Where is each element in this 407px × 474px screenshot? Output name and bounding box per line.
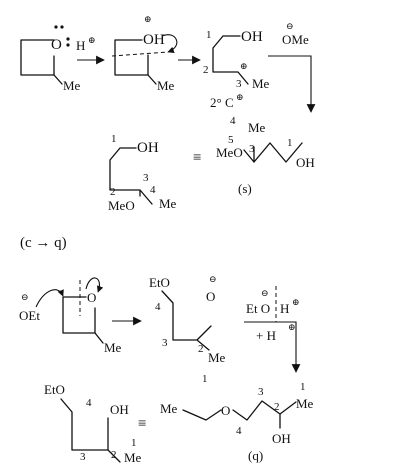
- svg-text:MeO: MeO: [216, 145, 243, 160]
- svg-text:OH: OH: [137, 140, 159, 156]
- product-skeletal-a: OH 1 2 3 4 MeO Me: [108, 133, 177, 213]
- svg-text:2: 2: [203, 64, 209, 76]
- svg-text:⊖: ⊖: [21, 292, 29, 302]
- svg-text:4: 4: [236, 425, 242, 437]
- svg-text:⊕: ⊕: [144, 14, 152, 24]
- compound-tag-s: (s): [238, 181, 252, 196]
- svg-text:⊖: ⊖: [286, 21, 294, 31]
- product-zigzag-q: Me O 4 3 2 1 Me OH (q): [160, 381, 314, 463]
- svg-text:Me: Me: [159, 196, 177, 211]
- svg-text:OH: OH: [272, 431, 291, 446]
- methyl-label: Me: [157, 78, 175, 93]
- svg-text:⊖: ⊖: [209, 274, 217, 284]
- svg-text:⊖: ⊖: [261, 288, 269, 298]
- equivalence-sign-b: ≡: [138, 416, 146, 432]
- svg-text:3: 3: [236, 78, 242, 90]
- part-label-c-to-q: (c → q): [20, 235, 67, 251]
- svg-text:Me: Me: [104, 340, 122, 355]
- methoxide-label: OMe: [282, 32, 309, 47]
- svg-text:3: 3: [258, 386, 264, 398]
- oxetane-start-b: O Me: [62, 277, 122, 355]
- methyl-label: Me: [63, 78, 81, 93]
- svg-text:2: 2: [110, 186, 116, 198]
- svg-text:Me: Me: [296, 396, 314, 411]
- ether-oxygen: O: [221, 403, 230, 418]
- svg-text:OH: OH: [296, 155, 315, 170]
- svg-text:4: 4: [150, 184, 156, 196]
- equivalence-sign: ≡: [193, 150, 201, 166]
- svg-text:4: 4: [86, 397, 92, 409]
- svg-text:1: 1: [287, 137, 293, 149]
- svg-text:1: 1: [202, 373, 208, 385]
- svg-text:4: 4: [230, 115, 236, 127]
- svg-text:⊕: ⊕: [88, 35, 96, 45]
- svg-text:3: 3: [143, 172, 149, 184]
- lone-pair-dots: [54, 25, 70, 47]
- carbocation-intermediate: OH 1 2 3 ⊕ Me 2° C ⊕ 4: [203, 29, 270, 127]
- proton-transfer-reagent: ⊖ Et O H ⊕ + H ⊕: [244, 286, 301, 373]
- svg-text:OH: OH: [241, 29, 263, 45]
- svg-text:OH: OH: [110, 402, 129, 417]
- svg-text:Me: Me: [248, 120, 266, 135]
- svg-text:4: 4: [155, 301, 161, 313]
- svg-text:OEt: OEt: [19, 308, 40, 323]
- svg-text:H: H: [280, 301, 289, 316]
- svg-text:EtO: EtO: [149, 275, 170, 290]
- svg-text:MeO: MeO: [108, 198, 135, 213]
- svg-text:EtO: EtO: [44, 382, 65, 397]
- compound-tag-q: (q): [248, 448, 263, 463]
- svg-text:3: 3: [80, 451, 86, 463]
- svg-text:1: 1: [206, 29, 212, 41]
- svg-text:Me: Me: [252, 76, 270, 91]
- product-skeletal-b: EtO 4 3 2 1 OH Me: [44, 382, 142, 465]
- svg-text:⊕: ⊕: [292, 297, 300, 307]
- svg-text:Et O: Et O: [246, 301, 270, 316]
- reagent-proton: H: [76, 38, 85, 53]
- svg-text:⊕: ⊕: [288, 322, 296, 332]
- svg-text:1: 1: [131, 437, 137, 449]
- protonated-oxetane: ⊕ OH Me: [111, 14, 178, 93]
- svg-text:O: O: [87, 290, 96, 305]
- ethoxide-nucleophile: ⊖ OEt: [19, 289, 64, 323]
- svg-text:⊕: ⊕: [236, 92, 244, 102]
- ring-oxygen: O: [51, 37, 62, 53]
- svg-text:Me: Me: [160, 401, 178, 416]
- svg-text:2: 2: [111, 449, 117, 461]
- svg-text:3: 3: [249, 143, 255, 155]
- methoxide-attack: ⊖ OMe: [268, 21, 316, 113]
- svg-text:+ H: + H: [256, 328, 276, 343]
- arrow-protonation: H ⊕: [76, 35, 105, 65]
- svg-text:2: 2: [274, 401, 280, 413]
- svg-text:2: 2: [198, 343, 204, 355]
- hydroxonium: OH: [143, 32, 165, 48]
- svg-text:Me: Me: [124, 450, 142, 465]
- oxetane-start-a: O Me: [20, 25, 81, 93]
- alkoxide-intermediate: EtO 4 3 2 ⊖ O Me 1: [149, 274, 226, 385]
- svg-text:1: 1: [111, 133, 117, 145]
- product-zigzag-s: MeO 5 Me 3 1 OH (s): [216, 120, 315, 196]
- svg-text:3: 3: [162, 337, 168, 349]
- svg-text:1: 1: [300, 381, 306, 393]
- secondary-carbocation-label: 2° C: [210, 95, 234, 110]
- svg-text:⊕: ⊕: [240, 61, 248, 71]
- svg-text:5: 5: [228, 134, 234, 146]
- svg-text:Me: Me: [208, 350, 226, 365]
- svg-text:O: O: [206, 289, 215, 304]
